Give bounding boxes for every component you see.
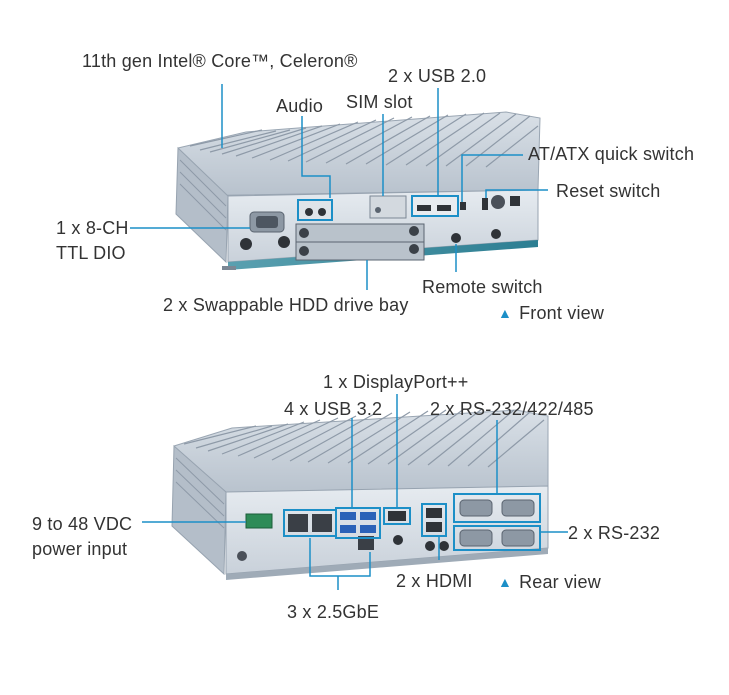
rear-power-label-line2: power input <box>32 539 128 559</box>
front-heatsink-fins <box>189 112 539 168</box>
rear-serial-label: 2 x RS-232/422/485 <box>430 399 594 419</box>
front-usb-label: 2 x USB 2.0 <box>388 66 487 86</box>
front-reset-switch-label: Reset switch <box>556 181 661 201</box>
front-sim-label: SIM slot <box>346 92 413 112</box>
rear-view-caption: ▲ Rear view <box>498 571 601 594</box>
front-cpu-label: 11th gen Intel® Core™, Celeron® <box>82 51 358 71</box>
rear-rs232-label: 2 x RS-232 <box>568 523 661 543</box>
triangle-icon: ▲ <box>498 574 513 590</box>
front-atx-switch-label: AT/ATX quick switch <box>528 144 695 164</box>
front-remote-switch-label: Remote switch <box>422 277 543 297</box>
front-hdd-label: 2 x Swappable HDD drive bay <box>163 295 409 315</box>
front-callouts <box>130 84 548 290</box>
rear-device <box>171 408 549 580</box>
rear-power-label-line1: 9 to 48 VDC <box>32 514 133 534</box>
rear-displayport-label: 1 x DisplayPort++ <box>323 372 469 392</box>
rear-hdmi-label: 2 x HDMI <box>396 571 473 591</box>
front-dio-label-line1: 1 x 8-CH <box>56 218 129 238</box>
front-audio-label: Audio <box>276 96 324 116</box>
front-view-caption: ▲ Front view <box>498 302 604 325</box>
rear-lan-label: 3 x 2.5GbE <box>287 602 380 622</box>
rear-usb-label: 4 x USB 3.2 <box>284 399 383 419</box>
triangle-icon: ▲ <box>498 305 513 321</box>
front-view-label: Front view <box>519 303 605 323</box>
front-dio-label-line2: TTL DIO <box>56 243 126 263</box>
rear-view-label: Rear view <box>519 572 601 592</box>
front-device <box>175 111 541 270</box>
rear-callouts <box>142 394 568 590</box>
